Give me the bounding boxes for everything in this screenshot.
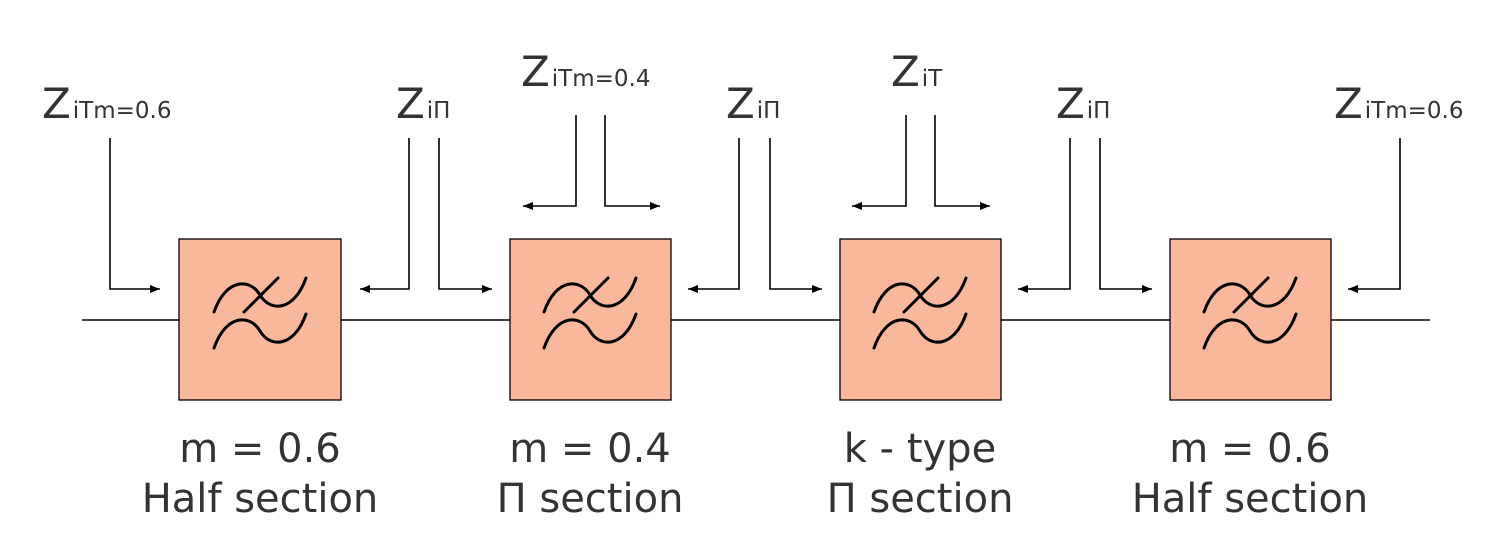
impedance-arrow-5-left [852,115,907,210]
impedance-label-6: ZiΠ [1056,79,1110,128]
filter-block-1 [178,238,342,401]
impedance-arrow-3-left [523,115,577,210]
section-1-parameter: m = 0.6 [179,426,341,472]
impedance-label-7: ZiTm=0.6 [1334,79,1463,128]
section-2-parameter: m = 0.4 [509,426,671,472]
section-4-type: Half section [1132,476,1369,522]
impedance-arrow-6-right [1099,138,1152,293]
section-2-type: Π section [497,476,684,522]
impedance-arrow-6-left [1018,138,1071,293]
low-pass-filter-icon [1202,276,1298,350]
impedance-arrow-4-left [688,138,740,293]
section-3-type: Π section [827,476,1014,522]
low-pass-filter-icon [542,276,638,350]
section-1-type: Half section [142,476,379,522]
arrows [109,115,1401,293]
impedance-arrow-4-right [769,138,822,293]
filter-block-4 [1169,238,1332,401]
section-3-parameter: k - type [844,426,996,472]
impedance-label-2: ZiΠ [396,79,450,128]
impedance-label-4: ZiΠ [726,79,780,128]
filter-block-2 [509,238,672,401]
impedance-arrow-3-right [604,115,660,210]
impedance-arrow-2-right [438,138,492,293]
low-pass-filter-icon [212,276,308,350]
impedance-arrow-1 [109,138,160,293]
low-pass-filter-icon [872,276,968,350]
impedance-arrow-7 [1348,138,1401,293]
filter-block-3 [839,238,1002,401]
impedance-label-3: ZiTm=0.4 [521,47,650,96]
section-4-parameter: m = 0.6 [1169,426,1331,472]
impedance-arrow-5-right [934,115,990,210]
impedance-label-1: ZiTm=0.6 [42,79,171,128]
impedance-arrow-2-left [360,138,410,293]
impedance-label-5: ZiT [891,47,943,96]
